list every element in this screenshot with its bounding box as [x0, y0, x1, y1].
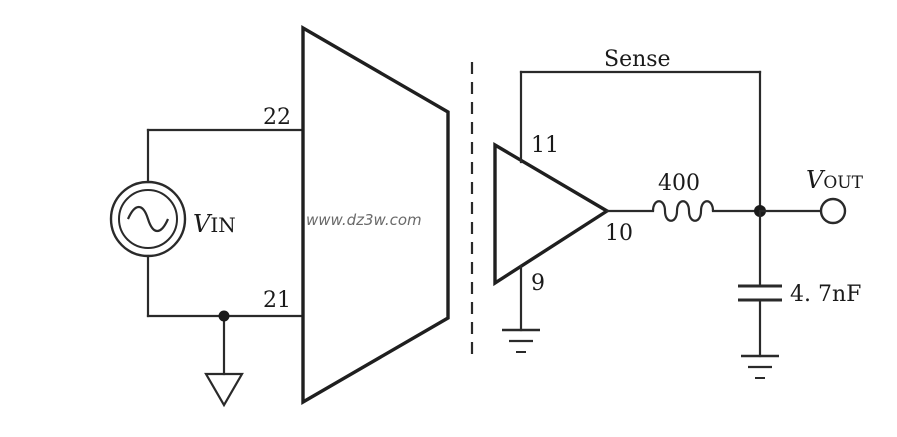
sense-label: Sense — [604, 47, 671, 72]
ac-source-icon — [109, 180, 187, 258]
pin-22-label: 22 — [263, 105, 291, 130]
pin-9-label: 9 — [531, 271, 545, 296]
vin-label: VIN — [193, 210, 236, 238]
ground-icon-capacitor — [741, 354, 779, 379]
vin-subscript: IN — [210, 213, 235, 237]
ground-triangle-icon — [204, 372, 244, 408]
output-circuit: Sense 11 10 9 400 VOUT 4. 7nF — [493, 47, 864, 379]
vout-letter: V — [806, 166, 826, 194]
vout-subscript: OUT — [823, 173, 863, 193]
vout-label: VOUT — [806, 166, 864, 194]
ground-icon-pin9 — [502, 328, 540, 353]
input-circuit: 22 21 VIN — [109, 105, 305, 408]
resistor-icon — [651, 200, 715, 222]
vout-terminal-icon — [819, 197, 847, 225]
pin-10-label: 10 — [605, 221, 633, 246]
isolation-block — [301, 25, 450, 405]
junction-dot-input — [218, 310, 230, 322]
output-buffer-triangle — [493, 142, 611, 287]
vin-letter: V — [193, 210, 213, 238]
pin-21-label: 21 — [263, 288, 291, 313]
pin-11-label: 11 — [531, 133, 559, 158]
watermark: www.dz3w.com — [306, 211, 422, 229]
capacitor-value-label: 4. 7nF — [790, 282, 861, 307]
resistor-value-label: 400 — [658, 171, 700, 196]
